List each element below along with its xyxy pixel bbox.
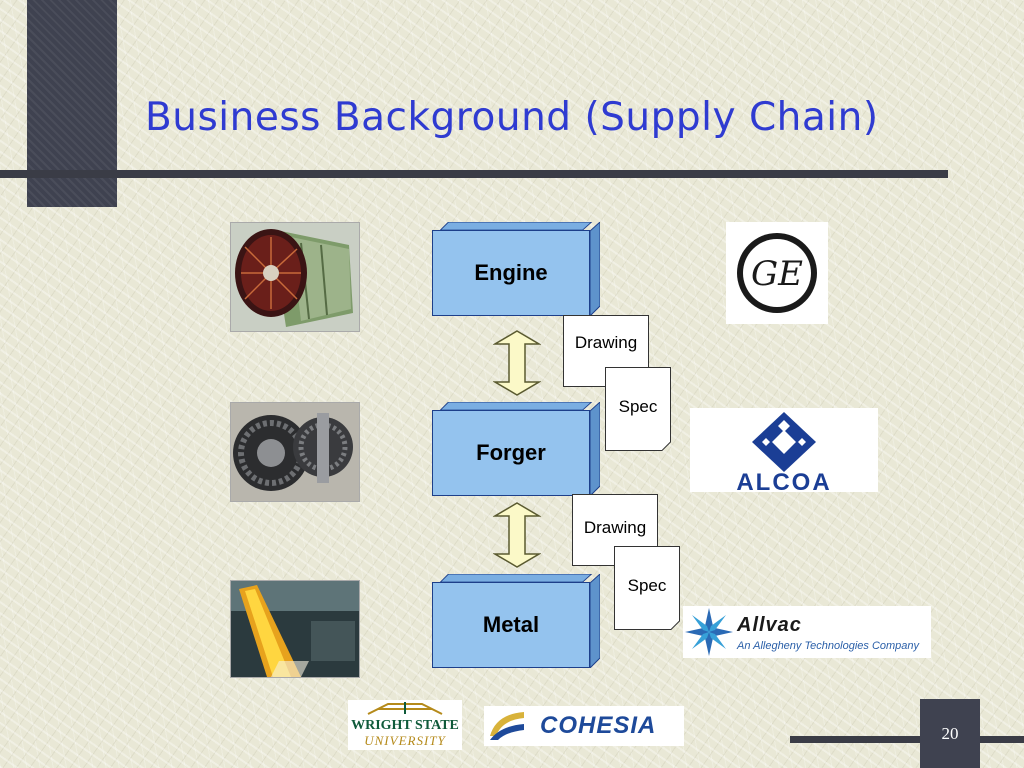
hot-metal-bar-photo	[230, 580, 360, 678]
node-engine: Engine	[432, 222, 600, 316]
document-spec-2-label: Spec	[627, 576, 667, 595]
double-arrow-forger-metal	[492, 502, 542, 568]
allvac-name: Allvac	[737, 614, 802, 636]
footer-rule	[790, 736, 1024, 743]
node-forger: Forger	[432, 402, 600, 496]
wright-state-line2: UNIVERSITY	[364, 733, 446, 748]
cohesia-name: COHESIA	[540, 712, 657, 739]
double-arrow-engine-forger	[492, 330, 542, 396]
cohesia-logo: COHESIA	[484, 706, 684, 746]
node-metal-label: Metal	[432, 582, 590, 668]
title-rule	[0, 170, 948, 178]
alcoa-logo: ALCOA	[690, 408, 878, 496]
node-forger-label: Forger	[432, 410, 590, 496]
node-metal: Metal	[432, 574, 600, 668]
ge-logo: GE	[726, 222, 828, 324]
ge-logo-text: GE	[751, 254, 803, 294]
document-spec-1: Spec	[605, 367, 671, 451]
slide-title: Business Background (Supply Chain)	[145, 95, 879, 140]
allvac-tagline: An Allegheny Technologies Company	[737, 640, 920, 652]
turbine-disk-photo	[230, 402, 360, 502]
document-spec-2: Spec	[614, 546, 680, 630]
wright-state-line1: WRIGHT STATE	[351, 718, 459, 733]
alcoa-logo-text: ALCOA	[736, 469, 831, 492]
jet-engine-photo	[230, 222, 360, 332]
node-engine-label: Engine	[432, 230, 590, 316]
allvac-logo: Allvac An Allegheny Technologies Company	[683, 606, 931, 658]
document-drawing-2-label: Drawing	[583, 518, 647, 537]
document-spec-1-label: Spec	[618, 397, 658, 416]
document-drawing-1-label: Drawing	[574, 333, 638, 352]
page-number: 20	[920, 699, 980, 768]
wright-state-logo: WRIGHT STATE UNIVERSITY	[348, 700, 462, 750]
